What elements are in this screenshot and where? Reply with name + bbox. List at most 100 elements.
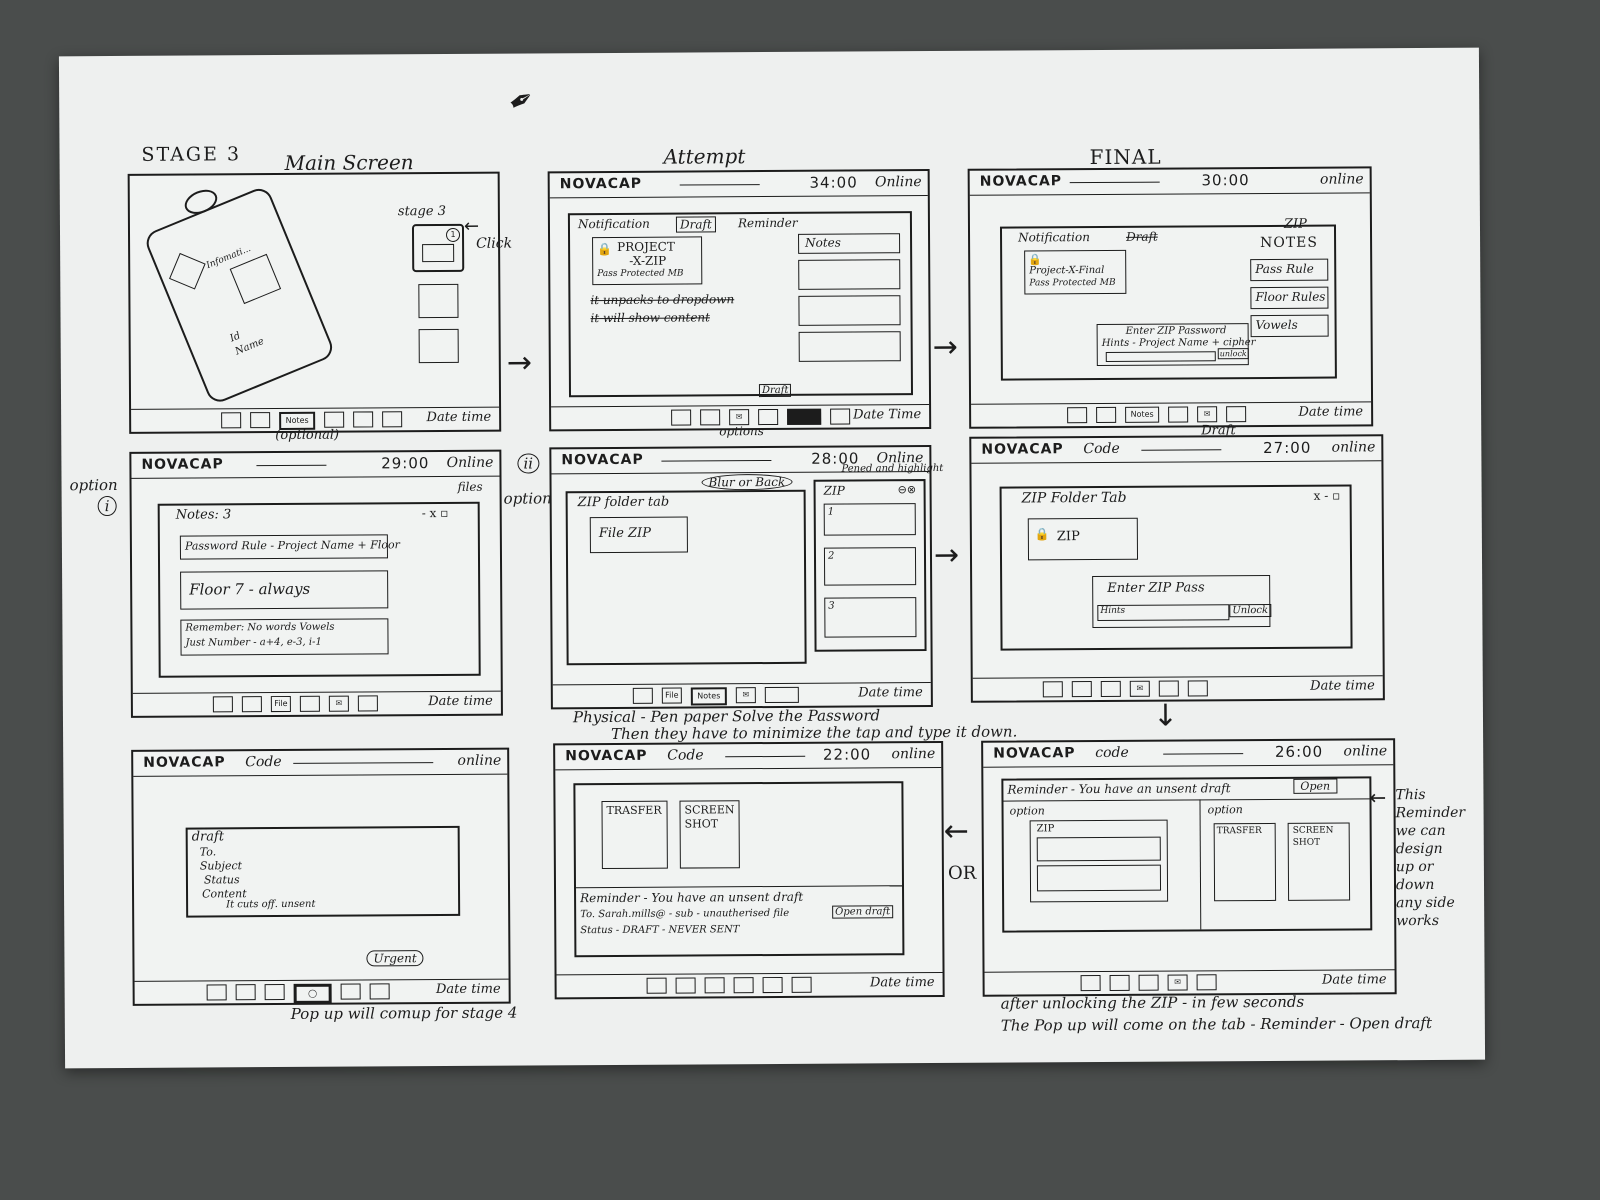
tab-draft[interactable]: Draft bbox=[675, 216, 716, 233]
taskbar-slot[interactable] bbox=[632, 687, 653, 704]
taskbar-slot[interactable] bbox=[1187, 680, 1208, 697]
pass-rule-note[interactable]: Pass Rule bbox=[1250, 258, 1329, 282]
taskbar-slot[interactable] bbox=[704, 977, 725, 994]
unlock-button[interactable]: Unlock bbox=[1229, 603, 1272, 618]
taskbar-slot[interactable] bbox=[299, 695, 320, 712]
taskbar-slot[interactable] bbox=[1168, 406, 1189, 423]
zip-row[interactable] bbox=[1036, 836, 1161, 862]
transfer-card[interactable]: TRASFER bbox=[601, 800, 668, 870]
taskbar-slot[interactable] bbox=[1138, 974, 1159, 991]
taskbar-slot[interactable] bbox=[830, 408, 851, 425]
zip-password-input[interactable]: Hints bbox=[1097, 604, 1230, 622]
after-unlock-note: after unlocking the ZIP - in few seconds bbox=[1000, 992, 1305, 1013]
note-item[interactable]: Password Rule - Project Name + Floor bbox=[179, 534, 400, 560]
close-icon[interactable]: ⊖⊗ bbox=[897, 483, 917, 497]
floor-rules-note[interactable]: Floor Rules bbox=[1250, 286, 1329, 310]
draft-label[interactable]: Draft bbox=[758, 383, 792, 398]
tab-reminder[interactable]: Reminder bbox=[737, 215, 798, 231]
zip-list[interactable]: ZIP bbox=[1029, 819, 1169, 903]
zip-item[interactable]: 1 bbox=[823, 503, 916, 536]
taskbar-slot[interactable] bbox=[758, 408, 779, 426]
notes-slot[interactable]: Notes bbox=[1125, 406, 1160, 423]
tab-notification[interactable]: Notification bbox=[1018, 230, 1090, 245]
tab-notification[interactable]: Notification bbox=[577, 216, 650, 232]
taskbar-slot[interactable] bbox=[646, 977, 667, 994]
taskbar-slot[interactable] bbox=[1226, 406, 1247, 423]
mail-slot[interactable]: ✉ bbox=[328, 695, 349, 712]
tab-draft[interactable]: Draft bbox=[1126, 229, 1158, 244]
notes-slot[interactable]: Notes bbox=[690, 687, 727, 706]
taskbar-slot[interactable] bbox=[1067, 407, 1088, 424]
taskbar-slot[interactable] bbox=[671, 409, 692, 426]
taskbar-slot[interactable] bbox=[324, 411, 345, 428]
mail-slot[interactable]: ✉ bbox=[729, 409, 750, 426]
mail-slot[interactable]: ✉ bbox=[735, 687, 756, 704]
taskbar-slot[interactable] bbox=[382, 411, 403, 428]
taskbar-slot[interactable] bbox=[340, 983, 361, 1000]
note-item[interactable]: Remember: No words Vowels Just Number - … bbox=[180, 618, 389, 656]
file-slot[interactable]: File bbox=[661, 687, 682, 704]
to-field[interactable]: To. bbox=[199, 845, 217, 859]
taskbar-slot[interactable] bbox=[212, 696, 233, 713]
stage3-folder-button[interactable]: 1 bbox=[411, 223, 465, 273]
file-slot[interactable]: File bbox=[270, 695, 291, 713]
draft-slot[interactable]: ◯ bbox=[293, 983, 332, 1004]
taskbar-slot[interactable] bbox=[206, 984, 227, 1001]
taskbar-slot[interactable] bbox=[700, 409, 721, 426]
subject-field[interactable]: Subject bbox=[199, 859, 243, 873]
unlock-button[interactable]: unlock bbox=[1217, 348, 1249, 360]
taskbar-slot[interactable] bbox=[1109, 974, 1130, 991]
note-card[interactable] bbox=[798, 259, 901, 290]
zip-row[interactable] bbox=[1036, 864, 1162, 892]
taskbar-slot[interactable] bbox=[353, 411, 374, 428]
taskbar-slot[interactable] bbox=[791, 976, 812, 993]
taskbar-slot[interactable] bbox=[733, 977, 754, 994]
notes-label: NOTES bbox=[1260, 234, 1319, 252]
note-card[interactable] bbox=[798, 331, 901, 362]
empty-slot[interactable] bbox=[418, 283, 459, 319]
taskbar-slot[interactable] bbox=[241, 696, 262, 713]
project-file-card[interactable]: 🔒 PROJECT -X-ZIP Pass Protected MB bbox=[592, 236, 703, 286]
taskbar-slot[interactable] bbox=[1042, 681, 1063, 698]
window-controls[interactable]: x - ▫ bbox=[1313, 488, 1341, 503]
taskbar-slot[interactable] bbox=[1196, 974, 1217, 991]
taskbar-slot[interactable] bbox=[764, 686, 799, 704]
empty-slot[interactable] bbox=[418, 328, 459, 364]
taskbar-slot[interactable] bbox=[1080, 975, 1101, 992]
note-card[interactable] bbox=[798, 295, 901, 326]
mail-slot[interactable]: ✉ bbox=[1167, 974, 1188, 991]
taskbar-slot[interactable] bbox=[221, 412, 242, 429]
taskbar-slot[interactable] bbox=[1071, 681, 1092, 698]
file-zip-item[interactable]: File ZIP bbox=[589, 516, 688, 554]
taskbar-slot[interactable] bbox=[1158, 680, 1179, 697]
draft-slot[interactable] bbox=[787, 408, 822, 425]
notification-badge: 1 bbox=[445, 227, 461, 242]
taskbar-slot[interactable] bbox=[264, 983, 285, 1001]
taskbar-slot[interactable] bbox=[235, 984, 256, 1001]
taskbar-slot[interactable] bbox=[1100, 680, 1121, 697]
id-card[interactable]: Infomati... Id Name bbox=[142, 184, 337, 406]
zip-item[interactable]: 2 bbox=[823, 547, 917, 586]
note-item[interactable]: Floor 7 - always bbox=[180, 570, 389, 610]
screenshot-card[interactable]: SCREEN SHOT bbox=[679, 800, 740, 869]
taskbar-slot[interactable] bbox=[369, 983, 390, 1000]
mail-slot[interactable]: ✉ bbox=[1197, 406, 1218, 423]
window-controls[interactable]: - x ▫ bbox=[421, 505, 449, 521]
open-button[interactable]: Open bbox=[1293, 778, 1338, 794]
taskbar-slot[interactable] bbox=[357, 695, 378, 712]
transfer-card[interactable]: TRASFER bbox=[1213, 822, 1277, 902]
mail-slot[interactable]: ✉ bbox=[1129, 680, 1150, 697]
notes-header[interactable]: Notes bbox=[798, 233, 901, 254]
project-file-card[interactable]: 🔒 Project-X-Final Pass Protected MB bbox=[1024, 249, 1127, 295]
taskbar-slot[interactable] bbox=[250, 412, 271, 429]
note-text: Just Number - a+4, e-3, i-1 bbox=[185, 636, 322, 649]
screenshot-card[interactable]: SCREEN SHOT bbox=[1287, 822, 1351, 901]
open-draft-button[interactable]: Open draft bbox=[832, 905, 894, 919]
zip-password-input[interactable] bbox=[1105, 351, 1216, 362]
zip-item[interactable]: 🔒 ZIP bbox=[1027, 517, 1139, 561]
zip-item[interactable]: 3 bbox=[824, 597, 917, 638]
taskbar-slot[interactable] bbox=[675, 977, 696, 994]
vowels-note[interactable]: Vowels bbox=[1250, 314, 1329, 338]
taskbar-slot[interactable] bbox=[1096, 406, 1117, 424]
taskbar-slot[interactable] bbox=[762, 976, 783, 994]
